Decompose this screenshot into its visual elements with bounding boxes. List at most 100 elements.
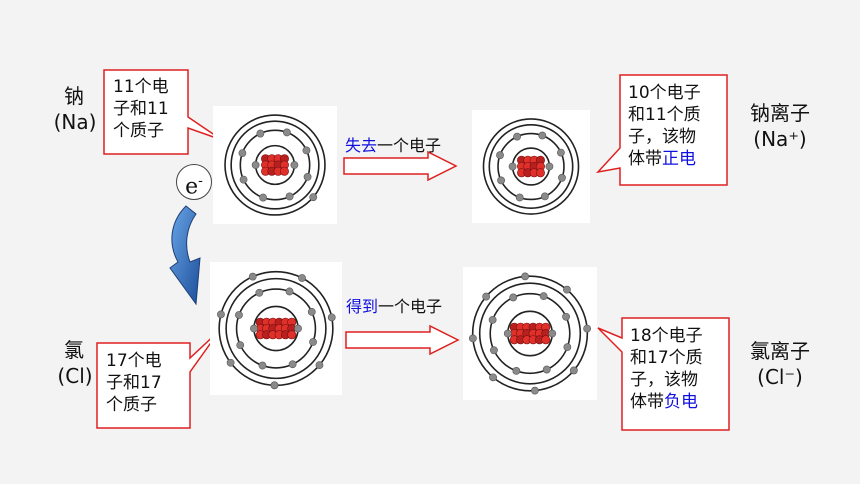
sodium-ion-charge-highlight: 正电 bbox=[662, 149, 696, 169]
gain-electron-caption: 得到一个电子 bbox=[346, 293, 442, 317]
orbit-ring bbox=[478, 282, 582, 385]
chloride-ion-callout-text: 18个电子 和17个质 子，该物 体带负电 bbox=[630, 325, 728, 413]
chloride-ion-diagram bbox=[463, 267, 597, 400]
electron-dot bbox=[294, 324, 302, 333]
sodium-ion-diagram bbox=[472, 110, 590, 223]
electron-dot bbox=[562, 312, 570, 321]
orbit-ring bbox=[230, 120, 320, 210]
electron-dot bbox=[563, 285, 571, 294]
electron-dot bbox=[309, 338, 317, 346]
electron-dot bbox=[235, 311, 243, 319]
electron-dot bbox=[250, 324, 258, 333]
electron-dot bbox=[258, 361, 267, 370]
sodium-callout-line-3: 个质子 bbox=[113, 121, 164, 141]
sodium-ion-callout bbox=[595, 74, 728, 186]
sodium-callout-line-2: 子和11 bbox=[113, 99, 169, 119]
electron-dot bbox=[488, 315, 497, 324]
electron-dot bbox=[557, 148, 565, 157]
sodium-callout-text: 11个电 子和11 个质子 bbox=[113, 76, 188, 142]
electron-dot bbox=[521, 272, 530, 281]
electron-sup: - bbox=[198, 173, 203, 189]
electron-dot bbox=[298, 274, 306, 282]
electron-dot bbox=[563, 343, 572, 352]
chloride-ion-name: 氯离子 bbox=[750, 339, 810, 363]
chlorine-symbol: (Cl) bbox=[57, 364, 93, 388]
chlorine-callout-line-2: 子和17 bbox=[106, 373, 162, 393]
electron-dot bbox=[497, 176, 505, 185]
nucleon bbox=[287, 330, 297, 340]
electron-dot bbox=[489, 373, 497, 382]
electron-dot bbox=[309, 193, 318, 202]
sodium-symbol: (Na) bbox=[53, 110, 97, 134]
electron-dot bbox=[482, 292, 491, 301]
electron-dot bbox=[545, 162, 554, 171]
electron-dot bbox=[530, 386, 539, 395]
atom-svg bbox=[468, 272, 592, 395]
atom-svg bbox=[482, 118, 580, 215]
electron-dot bbox=[490, 346, 498, 355]
electron-dot bbox=[251, 161, 260, 169]
chlorine-callout-line-1: 17个电 bbox=[106, 351, 162, 371]
electron-dot bbox=[238, 149, 247, 158]
electron-dot bbox=[558, 173, 566, 182]
sodium-callout bbox=[103, 69, 223, 155]
chloride-ion-callout-line-4: 体带负电 bbox=[630, 391, 728, 413]
chloride-ion-callout-prefix: 体带 bbox=[630, 392, 664, 412]
sodium-ion-callout-text: 10个电子 和11个质 子，该物 体带正电 bbox=[628, 82, 726, 170]
electron-dot bbox=[217, 310, 225, 319]
electron-dot bbox=[569, 366, 578, 375]
electron-dot bbox=[515, 193, 524, 202]
electron-dot bbox=[282, 128, 291, 137]
chloride-ion-callout-line-1: 18个电子 bbox=[630, 326, 703, 346]
electron-dot bbox=[496, 151, 504, 160]
electron-dot bbox=[248, 272, 257, 281]
sodium-ion-callout-prefix: 体带 bbox=[628, 149, 662, 169]
electron-dot bbox=[285, 287, 294, 296]
electron-dot bbox=[226, 358, 235, 367]
electron-dot bbox=[327, 313, 336, 322]
chlorine-callout bbox=[96, 329, 221, 429]
sodium-ion-callout-line-4: 体带正电 bbox=[628, 148, 726, 170]
orbit-ring bbox=[482, 118, 580, 215]
chlorine-name: 氯 bbox=[64, 338, 84, 362]
orbit-ring bbox=[488, 123, 574, 210]
electron-dot bbox=[285, 192, 294, 201]
orbit-ring bbox=[235, 288, 317, 369]
atom-svg bbox=[224, 114, 326, 216]
electron-letter: e bbox=[185, 174, 199, 200]
electron-dot bbox=[256, 129, 265, 138]
orbit-ring bbox=[225, 277, 327, 380]
chloride-ion-symbol: (Cl⁻) bbox=[757, 365, 803, 389]
chloride-ion-callout-line-3: 子，该物 bbox=[630, 370, 698, 390]
sodium-ion-symbol: (Na⁺) bbox=[753, 127, 807, 151]
sodium-ion-callout-line-1: 10个电子 bbox=[628, 83, 701, 103]
electron-dot bbox=[259, 193, 268, 202]
orbit-ring bbox=[471, 275, 589, 392]
gain-rest: 一个电子 bbox=[378, 297, 443, 316]
lose-verb: 失去 bbox=[345, 136, 378, 155]
orbit-ring bbox=[224, 114, 326, 216]
electron-dot bbox=[538, 131, 547, 140]
sodium-ion-callout-line-2: 和11个质 bbox=[628, 105, 701, 125]
electron-dot bbox=[236, 341, 245, 350]
electron-dot bbox=[315, 361, 324, 370]
electron-dot bbox=[508, 162, 517, 171]
gain-arrow-shape bbox=[345, 324, 460, 356]
electron-dot bbox=[548, 329, 557, 338]
orbit-ring bbox=[489, 292, 571, 375]
electron-badge: e- bbox=[176, 164, 212, 200]
lose-rest: 一个电子 bbox=[377, 136, 442, 155]
sodium-atom-diagram bbox=[213, 106, 337, 224]
electron-dot bbox=[468, 334, 477, 343]
chlorine-callout-text: 17个电 子和17 个质子 bbox=[106, 350, 190, 416]
atom-svg bbox=[217, 270, 336, 390]
electron-dot bbox=[539, 292, 548, 301]
electron-dot bbox=[541, 192, 549, 201]
curved-arrow bbox=[169, 205, 201, 306]
chlorine-callout-line-3: 个质子 bbox=[106, 395, 157, 415]
electron-dot bbox=[513, 132, 521, 141]
electron-dot bbox=[509, 293, 518, 302]
chloride-ion-charge-highlight: 负电 bbox=[664, 392, 698, 412]
electron-dot bbox=[270, 381, 279, 390]
electron-dot bbox=[302, 146, 311, 155]
